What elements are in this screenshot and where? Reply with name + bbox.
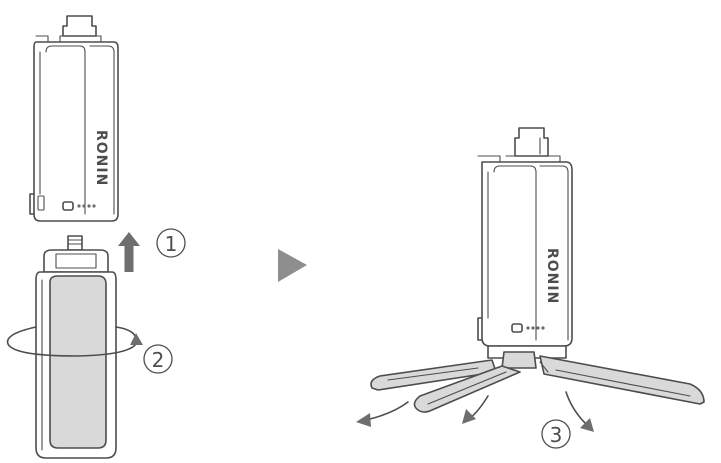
svg-text:3: 3 bbox=[550, 423, 563, 447]
step-3-marker: 3 bbox=[541, 419, 571, 449]
svg-text:2: 2 bbox=[152, 348, 165, 372]
assembled-tripod: RONIN bbox=[370, 127, 705, 413]
up-arrow-icon bbox=[118, 232, 140, 272]
unfold-arrow-icon bbox=[356, 391, 594, 432]
svg-text:1: 1 bbox=[165, 232, 178, 256]
extension-handle bbox=[35, 235, 117, 459]
ronin-logo-bottom: RONIN bbox=[544, 248, 560, 304]
battery-grip-top: RONIN bbox=[29, 15, 119, 222]
ronin-logo-top: RONIN bbox=[93, 130, 109, 186]
rotate-arrow-icon bbox=[6, 326, 143, 357]
step-1-marker: 1 bbox=[156, 228, 186, 258]
step-2-marker: 2 bbox=[143, 344, 173, 374]
next-triangle-icon bbox=[278, 249, 307, 282]
